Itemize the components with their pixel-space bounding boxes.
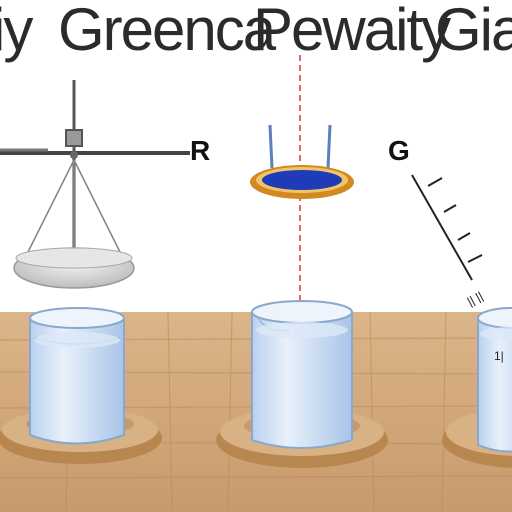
ruler-label: G xyxy=(388,135,410,166)
beaker-icon-right xyxy=(442,307,512,468)
page-title: iy Greenca Pewaity Gia xyxy=(0,0,512,63)
title-fragment-left: iy xyxy=(0,0,33,63)
floating-dish-icon xyxy=(250,124,354,199)
ruler-marks: || || xyxy=(465,289,486,309)
beaker-mark: 1| xyxy=(494,349,504,363)
title-word-pewaity: Pewaity xyxy=(253,0,451,63)
balance-label: R xyxy=(190,135,210,166)
beaker-icon-middle xyxy=(216,300,388,468)
balance-scale-icon xyxy=(0,80,190,289)
beaker-icon xyxy=(0,307,162,464)
ruler-icon xyxy=(411,174,483,281)
title-fragment-right: Gia xyxy=(435,0,512,63)
title-word-greenca: Greenca xyxy=(58,0,277,63)
